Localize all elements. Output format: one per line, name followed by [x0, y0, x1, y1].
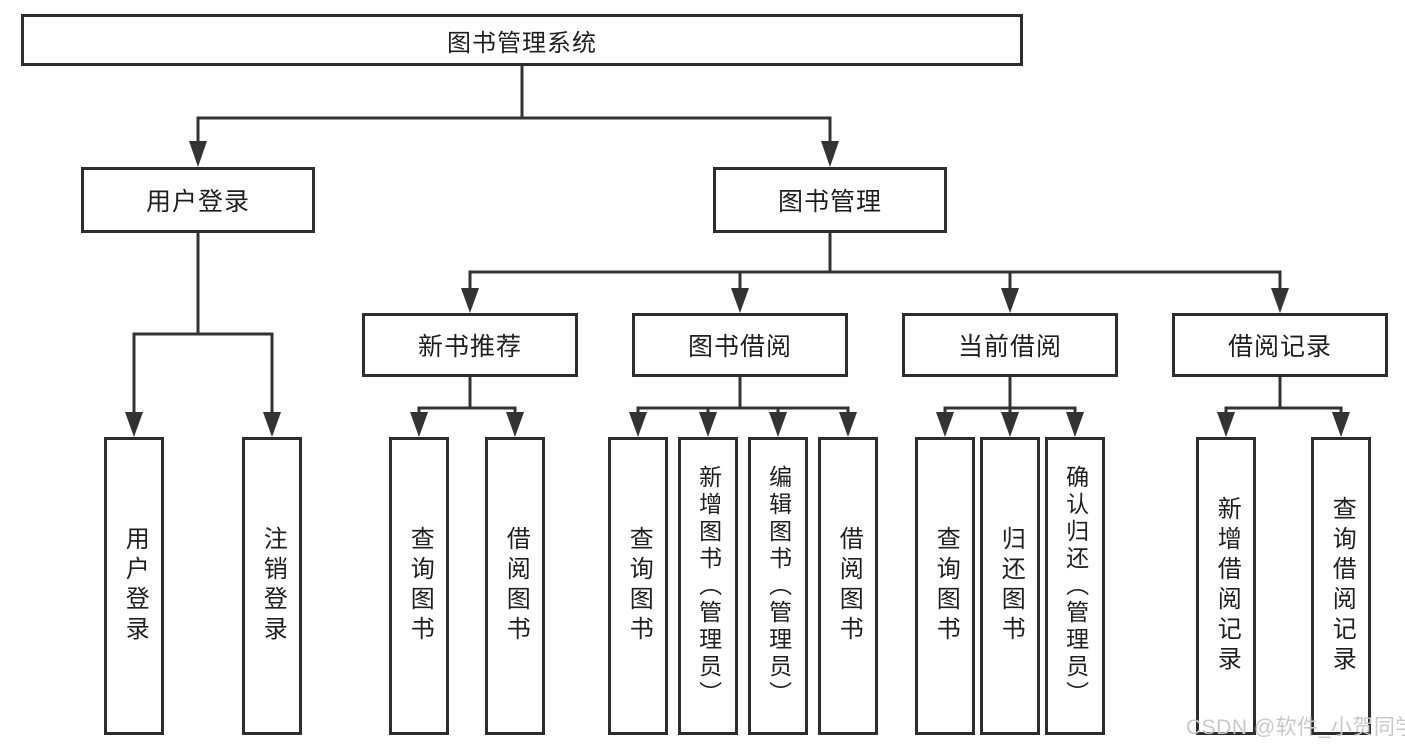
leaf-borrow-edit-admin: 编辑图书（管理员） [748, 437, 808, 735]
leaf-borrow-query-label: 查询图书 [625, 526, 653, 646]
node-library-system: 图书管理系统 [21, 14, 1023, 66]
node-book-management: 图书管理 [713, 167, 947, 233]
node-new-book-recommend-label: 新书推荐 [417, 333, 522, 361]
leaf-borrow-add-admin-label: 新增图书（管理员） [695, 464, 722, 708]
node-book-management-label: 图书管理 [777, 188, 882, 216]
leaf-user-login: 用户登录 [104, 437, 164, 735]
connector-record-branch [1224, 406, 1343, 416]
leaf-newbook-query: 查询图书 [389, 437, 449, 735]
leaf-borrow-book: 借阅图书 [818, 437, 878, 735]
leaf-borrow-book-label: 借阅图书 [835, 526, 863, 646]
leaf-current-query-label: 查询图书 [932, 526, 960, 646]
node-current-borrow: 当前借阅 [902, 313, 1118, 377]
arrowheads [125, 141, 1350, 437]
leaf-current-query: 查询图书 [915, 437, 975, 735]
leaf-record-add: 新增借阅记录 [1196, 437, 1256, 735]
leaf-current-confirm-admin-label: 确认归还（管理员） [1062, 464, 1089, 708]
leaf-user-login-label: 用户登录 [121, 526, 149, 646]
leaf-newbook-borrow: 借阅图书 [485, 437, 545, 735]
leaf-logout-label: 注销登录 [259, 526, 287, 646]
leaf-borrow-query: 查询图书 [608, 437, 668, 735]
connector-book-mgmt-branch [468, 270, 1282, 292]
leaf-logout: 注销登录 [242, 437, 302, 735]
leaf-current-return-label: 归还图书 [997, 526, 1025, 646]
node-user-login: 用户登录 [81, 167, 315, 233]
node-library-system-label: 图书管理系统 [447, 29, 597, 57]
node-book-borrow: 图书借阅 [632, 313, 848, 377]
node-borrow-record: 借阅记录 [1172, 313, 1388, 377]
connector-root-branch [196, 116, 832, 146]
leaf-newbook-query-label: 查询图书 [406, 526, 434, 646]
node-book-borrow-label: 图书借阅 [687, 333, 792, 361]
connector-borrow-branch [636, 406, 850, 416]
leaf-newbook-borrow-label: 借阅图书 [502, 526, 530, 646]
leaf-borrow-edit-admin-label: 编辑图书（管理员） [765, 464, 792, 708]
connector-newbook-branch [417, 406, 517, 416]
node-borrow-record-label: 借阅记录 [1227, 333, 1332, 361]
node-user-login-label: 用户登录 [145, 188, 250, 216]
connector-user-login-branch [132, 332, 274, 414]
node-new-book-recommend: 新书推荐 [362, 313, 578, 377]
leaf-current-confirm-admin: 确认归还（管理员） [1045, 437, 1105, 735]
csdn-watermark: CSDN @软件_小贺同学 [1186, 716, 1405, 739]
leaf-current-return: 归还图书 [980, 437, 1040, 735]
leaf-record-add-label: 新增借阅记录 [1213, 496, 1241, 676]
leaf-borrow-add-admin: 新增图书（管理员） [678, 437, 738, 735]
node-current-borrow-label: 当前借阅 [957, 333, 1062, 361]
leaf-record-query: 查询借阅记录 [1311, 437, 1371, 735]
leaf-record-query-label: 查询借阅记录 [1328, 496, 1356, 676]
